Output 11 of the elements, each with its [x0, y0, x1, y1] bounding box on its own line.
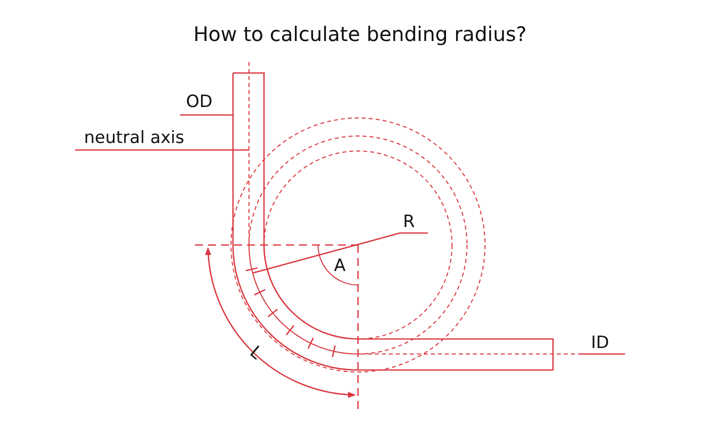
leader-line — [180, 114, 233, 116]
leader-line — [580, 353, 625, 355]
diagram-title: How to calculate bending radius? — [192, 24, 528, 44]
arc-length-label: L — [246, 342, 266, 364]
callout-label: ID — [591, 333, 610, 353]
callout-label: neutral axis — [84, 128, 184, 148]
leader-line — [252, 232, 428, 274]
callout-label: R — [403, 212, 415, 232]
leader-line — [75, 149, 249, 151]
callout-label: OD — [186, 92, 212, 112]
angle-label: A — [334, 256, 346, 276]
